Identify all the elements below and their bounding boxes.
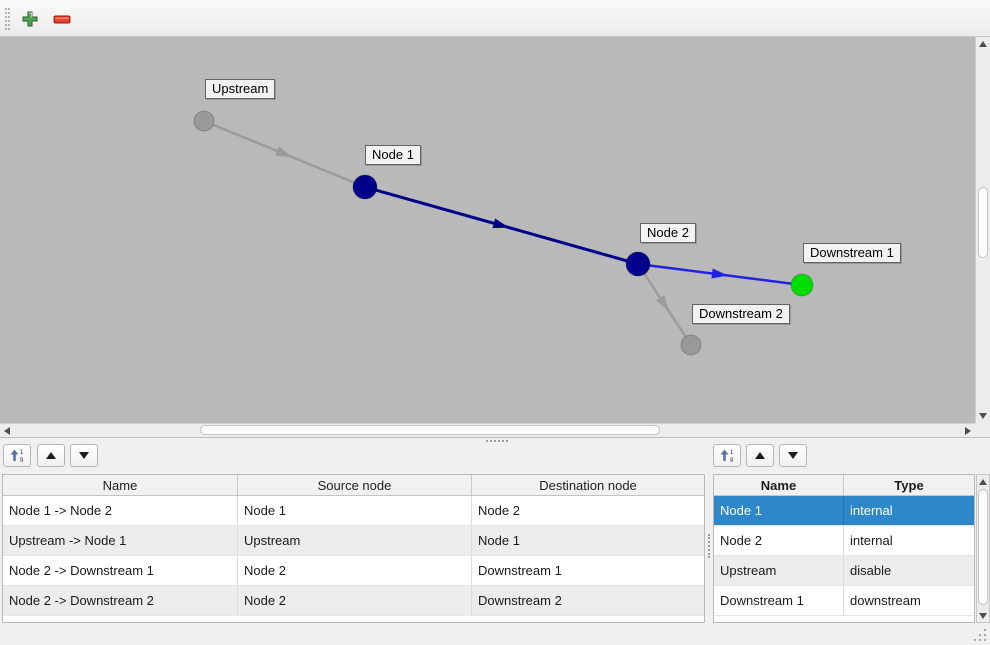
sort-ascending-icon: 1 9 [720, 449, 734, 464]
table-cell: disable [850, 563, 892, 578]
scroll-left-button[interactable] [0, 424, 14, 437]
graph-node-upstream[interactable] [193, 110, 215, 132]
svg-text:1: 1 [730, 450, 734, 456]
arrow-down-icon [979, 413, 987, 419]
node-label: Downstream 1 [803, 243, 901, 263]
table-cell: downstream [850, 593, 921, 608]
arrow-up-icon [979, 478, 987, 485]
graph-node-node-1[interactable] [352, 174, 378, 200]
table-cell: Node 2 -> Downstream 2 [3, 586, 238, 615]
table-cell: Node 1 [238, 496, 472, 525]
table-cell: Node 2 [714, 526, 844, 555]
table-cell: Upstream [238, 526, 472, 555]
table-cell: Node 2 [238, 586, 472, 615]
node-label: Node 1 [365, 145, 421, 165]
column-header[interactable]: Destination node [539, 477, 637, 493]
graph-svg [193, 110, 814, 356]
horizontal-scroll-thumb[interactable] [200, 425, 660, 435]
table-cell: Upstream -> Node 1 [3, 526, 238, 555]
column-header[interactable]: Name [714, 475, 844, 495]
table-cell: Downstream 1 [478, 563, 562, 578]
svg-text:9: 9 [730, 458, 734, 464]
table-row[interactable]: Downstream 1 downstream [714, 586, 974, 616]
table-cell: Upstream [714, 556, 844, 585]
node-sort-button[interactable]: 1 9 [713, 444, 741, 467]
graph-node-downstream-2[interactable] [680, 334, 702, 356]
table-cell: Downstream 2 [478, 593, 562, 608]
graph-node-node-2[interactable] [625, 251, 651, 277]
canvas-horizontal-scrollbar[interactable] [0, 423, 975, 438]
node-move-down-button[interactable] [779, 444, 807, 467]
node-label: Node 2 [640, 223, 696, 243]
scroll-right-button[interactable] [961, 424, 975, 437]
scroll-down-button[interactable] [976, 409, 990, 423]
arrow-up-icon [979, 41, 987, 47]
column-header[interactable]: Type [894, 477, 924, 493]
sort-ascending-icon: 1 9 [10, 449, 24, 464]
table-cell: Node 1 [478, 533, 520, 548]
minus-icon [53, 15, 71, 24]
horizontal-pane-resize-handle[interactable] [708, 534, 710, 558]
table-cell: Node 1 -> Node 2 [3, 496, 238, 525]
svg-text:1: 1 [20, 450, 24, 456]
table-cell: Downstream 1 [714, 586, 844, 615]
canvas-vertical-scrollbar[interactable] [975, 37, 990, 423]
graph-node-downstream-1[interactable] [790, 273, 814, 297]
table-cell: Node 2 [238, 556, 472, 585]
scrollbar-corner [975, 423, 990, 438]
node-label: Upstream [205, 79, 276, 99]
edge-arrowhead [275, 146, 292, 158]
table-cell: internal [850, 533, 893, 548]
vertical-scroll-thumb[interactable] [978, 187, 988, 258]
add-button[interactable] [18, 7, 42, 31]
table-cell: Node 1 [714, 496, 844, 525]
move-down-icon [79, 452, 89, 459]
scroll-up-button[interactable] [976, 37, 990, 51]
svg-text:9: 9 [20, 458, 24, 464]
node-move-up-button[interactable] [746, 444, 774, 467]
scroll-up-button[interactable] [977, 475, 989, 488]
window-resize-grip[interactable] [972, 629, 974, 631]
table-row[interactable]: Node 2 internal [714, 526, 974, 556]
remove-button[interactable] [50, 7, 74, 31]
edge-arrowhead [655, 295, 669, 312]
vertical-pane-resize-handle[interactable] [486, 440, 508, 442]
arrow-down-icon [979, 612, 987, 619]
arrow-left-icon [4, 426, 10, 435]
edge-move-up-button[interactable] [37, 444, 65, 467]
table-row[interactable]: Node 1 internal [714, 496, 974, 526]
scroll-down-button[interactable] [977, 609, 989, 622]
edge-arrowhead [711, 268, 728, 279]
move-down-icon [788, 452, 798, 459]
table-cell: Node 2 [478, 503, 520, 518]
move-up-icon [755, 452, 765, 459]
move-up-icon [46, 452, 56, 459]
node-label: Downstream 2 [692, 304, 790, 324]
table-cell: Node 2 -> Downstream 1 [3, 556, 238, 585]
toolbar-drag-handle[interactable] [5, 8, 10, 30]
main-toolbar [0, 0, 990, 37]
edge-sort-button[interactable]: 1 9 [3, 444, 31, 467]
table-cell: internal [850, 503, 893, 518]
column-header[interactable]: Name [3, 475, 238, 495]
edge-arrowhead [492, 218, 510, 229]
arrow-right-icon [965, 426, 971, 435]
edge-move-down-button[interactable] [70, 444, 98, 467]
node-table-scrollbar[interactable] [976, 474, 990, 623]
table-row[interactable]: Upstream disable [714, 556, 974, 586]
plus-icon [22, 11, 38, 27]
column-header[interactable]: Source node [238, 475, 472, 495]
table-header-row: Name Type [714, 475, 974, 496]
node-table-scroll-thumb[interactable] [978, 489, 988, 605]
